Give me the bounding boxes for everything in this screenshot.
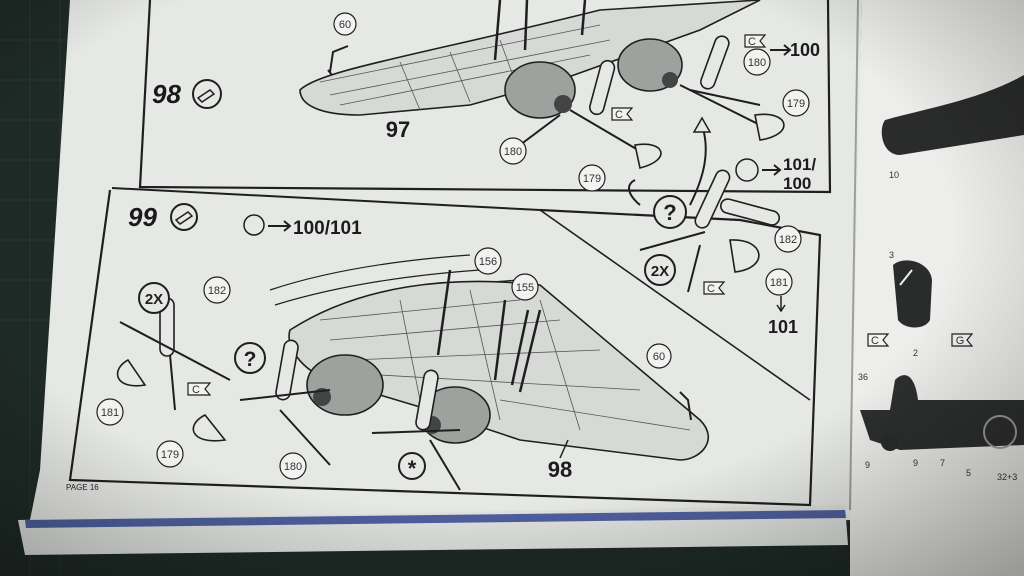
callout-180-a: 180: [743, 48, 771, 76]
multiplier-2x-b: 2X: [644, 254, 676, 286]
svg-text:181: 181: [101, 407, 119, 419]
svg-text:9: 9: [913, 458, 918, 468]
callout-180-c: 180: [279, 452, 307, 480]
result-101: 101: [768, 317, 798, 337]
callout-179-b: 179: [578, 164, 606, 192]
svg-text:156: 156: [479, 256, 497, 268]
svg-text:5: 5: [966, 468, 971, 478]
wing-part-98: 98: [548, 457, 572, 482]
svg-text:2X: 2X: [145, 291, 163, 308]
callout-181-a: 181: [96, 398, 124, 426]
question-icon-b: ?: [234, 342, 266, 374]
svg-text:182: 182: [779, 234, 797, 246]
step-98-number: 98: [152, 79, 181, 109]
svg-text:9: 9: [865, 460, 870, 470]
callout-60-b: 60: [646, 343, 672, 369]
svg-text:3: 3: [889, 250, 894, 260]
multiplier-2x-a: 2X: [138, 282, 170, 314]
svg-text:60: 60: [653, 351, 665, 363]
page-label: PAGE 16: [66, 483, 99, 492]
svg-text:10: 10: [889, 170, 899, 180]
svg-text:C: C: [748, 36, 756, 48]
callout-179-a: 179: [782, 89, 810, 117]
svg-text:2X: 2X: [651, 263, 669, 280]
svg-text:180: 180: [284, 461, 302, 473]
svg-text:60: 60: [339, 19, 351, 31]
svg-text:G: G: [956, 335, 965, 347]
svg-text:7: 7: [940, 458, 945, 468]
arrow-target-100: 100: [790, 40, 820, 60]
svg-text:C: C: [707, 283, 715, 295]
svg-text:180: 180: [748, 57, 766, 69]
svg-text:C: C: [615, 109, 623, 121]
callout-179-c: 179: [156, 440, 184, 468]
callout-156: 156: [474, 247, 502, 275]
svg-text:180: 180: [504, 146, 522, 158]
svg-text:?: ?: [244, 348, 257, 371]
svg-text:179: 179: [583, 173, 601, 185]
svg-text:182: 182: [208, 285, 226, 297]
callout-182-b: 182: [774, 225, 802, 253]
wing-part-97: 97: [386, 117, 410, 142]
arrow-target-100-101: 100/101: [293, 218, 362, 239]
svg-text:C: C: [871, 335, 879, 347]
callout-182-a: 182: [203, 276, 231, 304]
right-sheet: [850, 0, 1024, 576]
arrow-target-100-b: 100: [783, 174, 811, 193]
svg-text:179: 179: [161, 449, 179, 461]
svg-text:179: 179: [787, 98, 805, 110]
callout-60-a: 60: [333, 12, 357, 36]
callout-180-b: 180: [499, 137, 527, 165]
svg-text:32+3: 32+3: [997, 472, 1017, 482]
svg-text:36: 36: [858, 372, 868, 382]
svg-text:*: *: [408, 456, 417, 481]
svg-text:C: C: [192, 384, 200, 396]
svg-text:?: ?: [663, 200, 676, 225]
question-icon-a: ?: [653, 195, 687, 229]
svg-text:2: 2: [913, 348, 918, 358]
arrow-target-101: 101/: [783, 155, 816, 174]
svg-text:181: 181: [770, 277, 788, 289]
step-99-number: 99: [128, 202, 157, 232]
svg-text:155: 155: [516, 282, 534, 294]
callout-181-b: 181: [765, 268, 793, 296]
callout-155: 155: [511, 273, 539, 301]
